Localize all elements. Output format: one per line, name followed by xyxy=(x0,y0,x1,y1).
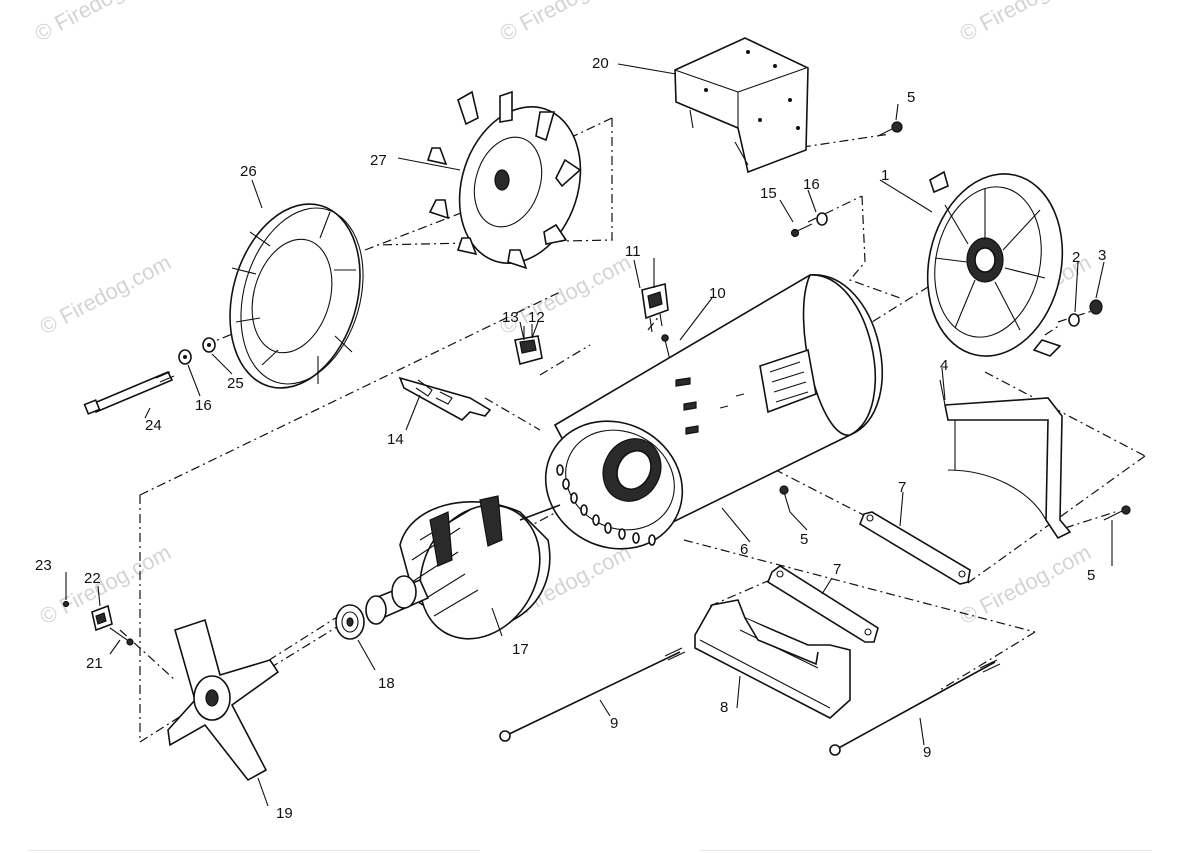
callouts: 20 5 1 15 16 27 26 11 2 3 10 13 12 4 16 … xyxy=(35,55,1106,822)
tie-rod-right xyxy=(829,659,1001,756)
small-hardware-left xyxy=(62,600,134,646)
screw-5-center xyxy=(779,485,791,513)
through-bolt-left xyxy=(83,337,216,415)
callout-part-3: 3 xyxy=(1098,247,1106,264)
callout-part-7: 7 xyxy=(833,561,841,578)
assembly-line xyxy=(807,195,863,223)
screws-top xyxy=(790,121,903,238)
assembly-line xyxy=(374,118,613,246)
callout-part-10: 10 xyxy=(709,285,726,302)
screw-10 xyxy=(661,334,671,361)
callout-part-17: 17 xyxy=(512,641,529,658)
callout-part-13: 13 xyxy=(502,309,519,326)
watermark: © Firedog.com xyxy=(956,0,1095,46)
callout-part-8: 8 xyxy=(720,699,728,716)
callout-part-9: 9 xyxy=(923,744,931,761)
assembly-line xyxy=(484,397,541,431)
callout-part-16: 16 xyxy=(195,397,212,414)
assembly-line xyxy=(647,314,661,331)
watermark: © Firedog.com xyxy=(36,249,175,339)
callout-part-12: 12 xyxy=(528,309,545,326)
callout-part-16: 16 xyxy=(803,176,820,193)
switch-block xyxy=(514,324,543,365)
callout-part-5: 5 xyxy=(907,89,915,106)
stator-housing xyxy=(544,274,883,550)
watermark: © Firedog.com xyxy=(31,0,170,46)
callout-part-9: 9 xyxy=(610,715,618,732)
mounting-bracket-plate xyxy=(398,376,492,421)
watermark: © Firedog.com xyxy=(496,0,635,46)
assembly-line xyxy=(964,455,1146,586)
assembly-line xyxy=(1064,511,1116,529)
vent-holes xyxy=(556,464,656,546)
base-bracket xyxy=(694,599,851,719)
callout-part-2: 2 xyxy=(1072,249,1080,266)
leader-lines xyxy=(65,63,1113,807)
callout-part-15: 15 xyxy=(760,185,777,202)
assembly-line xyxy=(848,195,901,299)
end-cap-star xyxy=(167,618,280,782)
assembly-line xyxy=(984,371,1146,457)
callout-part-25: 25 xyxy=(227,375,244,392)
assembly-line xyxy=(683,539,1036,633)
callout-part-24: 24 xyxy=(145,417,162,434)
assembly-line xyxy=(539,344,591,376)
callout-part-26: 26 xyxy=(240,163,257,180)
assembly-line xyxy=(269,621,346,669)
bearing xyxy=(335,604,365,640)
assembly-line xyxy=(709,579,771,607)
screw-5-right xyxy=(1103,505,1131,521)
callout-part-7: 7 xyxy=(898,479,906,496)
rotor xyxy=(365,495,561,640)
callout-part-21: 21 xyxy=(86,655,103,672)
assembly-line xyxy=(139,291,561,496)
right-bracket xyxy=(939,379,1072,540)
callout-part-5: 5 xyxy=(1087,567,1095,584)
assembly-line xyxy=(782,133,891,151)
callout-part-14: 14 xyxy=(387,431,404,448)
callout-part-6: 6 xyxy=(740,541,748,558)
end-bell xyxy=(926,170,1064,357)
callout-part-22: 22 xyxy=(84,570,101,587)
watermark: © Firedog.com xyxy=(956,539,1095,629)
callout-part-1: 1 xyxy=(881,167,889,184)
callout-part-4: 4 xyxy=(940,357,948,374)
callout-part-19: 19 xyxy=(276,805,293,822)
callout-part-11: 11 xyxy=(625,243,641,260)
receptacle xyxy=(641,282,669,333)
callout-part-23: 23 xyxy=(35,557,52,574)
tie-rod-left xyxy=(499,647,686,742)
cover-shroud xyxy=(674,37,809,174)
callout-part-20: 20 xyxy=(592,55,609,72)
assembly-line xyxy=(689,425,886,527)
page-divider xyxy=(28,850,480,851)
cooling-fan xyxy=(426,90,582,270)
assembly-line xyxy=(939,631,1036,691)
strap-center xyxy=(767,565,879,643)
strap-right xyxy=(859,511,971,585)
fan-guard xyxy=(229,203,364,389)
assembly-line xyxy=(1044,324,1061,336)
callout-part-18: 18 xyxy=(378,675,395,692)
callout-part-27: 27 xyxy=(370,152,387,169)
nut-washer xyxy=(1068,299,1103,327)
callout-part-5: 5 xyxy=(800,531,808,548)
page-divider xyxy=(700,850,1152,851)
assembly-line xyxy=(119,629,176,681)
